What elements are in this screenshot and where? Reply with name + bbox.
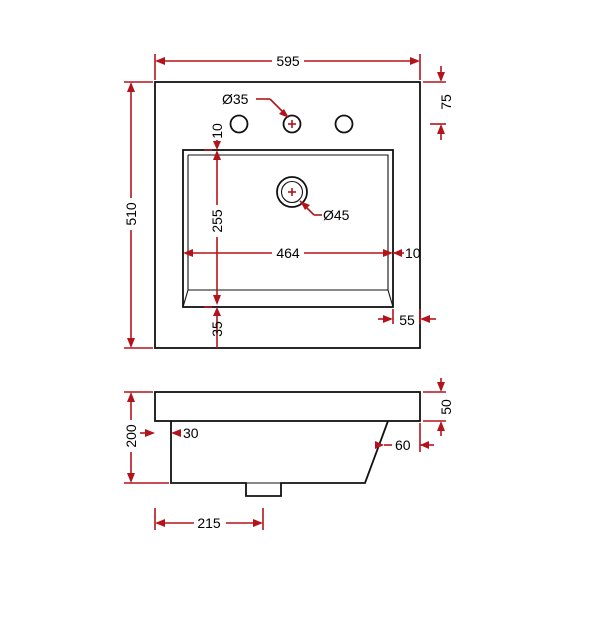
dim-bowl-depth: 255 [209,150,227,305]
top-view: 595 510 75 Ø35 [122,51,454,349]
waste-inner [280,180,304,204]
bowl-outline [182,149,394,308]
side-bowl-body [170,420,389,497]
label-overall-depth: 510 [123,202,139,226]
label-front-edge: 55 [399,312,415,328]
dim-overall-depth: 510 [122,81,153,349]
label-front-rim: 35 [209,321,225,337]
tap-hole-left [229,114,249,134]
bowl-corner-line [182,289,189,308]
dim-front-slope: 60 [375,423,434,453]
dim-front-rim: 35 [204,306,225,348]
label-overall-width: 595 [276,53,300,69]
dim-back-to-taphole: 75 [423,66,454,140]
dim-tap-hole-dia: Ø35 [222,91,289,118]
label-back-to-taphole: 75 [438,94,454,110]
tap-hole-right [334,114,354,134]
dim-wall-offset: 30 [140,425,199,441]
dim-waste-position: 215 [154,508,264,532]
label-tap-hole-dia: Ø35 [222,91,249,107]
basin-outer-outline [154,81,421,349]
waste-center-mark-icon [288,188,296,196]
dim-overall-width: 595 [154,51,421,80]
label-side-rim: 10 [405,245,421,261]
dim-waste-dia: Ø45 [299,200,350,223]
waste-outer [276,176,308,208]
dim-height: 200 [122,391,169,484]
label-bowl-width: 464 [276,245,300,261]
label-waste-position: 215 [197,515,221,531]
label-rim-thickness: 50 [438,399,454,415]
dim-side-rim: 10 [393,245,421,261]
bowl-corner-line [387,289,394,308]
center-mark-icon [288,120,296,128]
dim-rim-thickness: 50 [423,378,454,436]
label-height: 200 [123,424,139,448]
side-view: 200 50 30 60 [122,378,454,532]
label-front-slope: 60 [395,437,411,453]
tap-hole-center [282,114,302,134]
dim-front-edge: 55 [378,309,436,328]
label-wall-offset: 30 [183,425,199,441]
dim-bowl-width: 464 [183,244,393,262]
label-bowl-back-gap: 10 [209,123,225,139]
dim-bowl-back-gap: 10 [204,123,225,151]
side-rim-slab [154,391,421,422]
label-bowl-depth: 255 [209,209,225,233]
label-waste-dia: Ø45 [323,207,350,223]
